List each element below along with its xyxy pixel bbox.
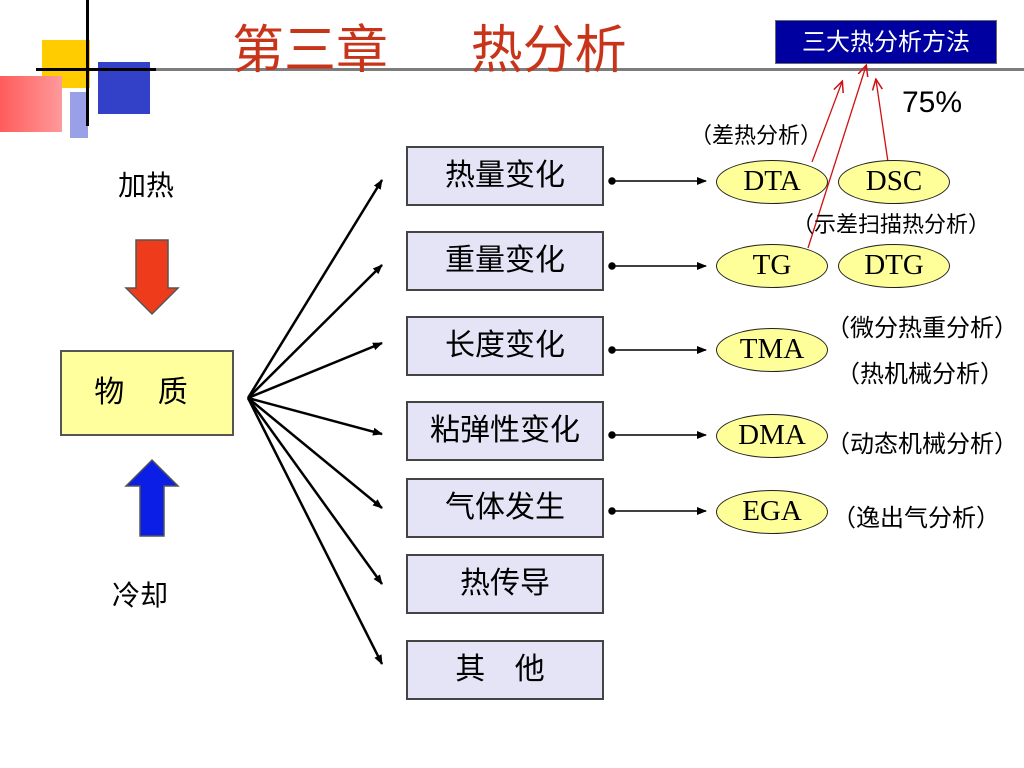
method-ega: EGA xyxy=(716,490,828,534)
change-box-length: 长度变化 xyxy=(406,316,604,376)
change-box-other: 其 他 xyxy=(406,640,604,700)
note-dsc: （示差扫描热分析） xyxy=(792,213,991,238)
percent-label: 75% xyxy=(902,86,963,119)
change-box-gas: 气体发生 xyxy=(406,478,604,538)
fan-arrow-7 xyxy=(246,397,384,665)
method-dma: DMA xyxy=(716,414,828,458)
fan-arrow-1 xyxy=(246,179,384,399)
title-underline-dark xyxy=(36,68,156,71)
cool-label: 冷却 xyxy=(112,579,169,612)
heat-label: 加热 xyxy=(118,169,175,202)
methods-badge[interactable]: 三大热分析方法 xyxy=(775,20,997,64)
decor-vertical-line xyxy=(86,0,89,126)
fan-arrow-5 xyxy=(247,397,383,509)
red-pointer-tg xyxy=(807,66,866,249)
decor-lavender-bar xyxy=(70,92,88,138)
method-dsc: DSC xyxy=(838,160,950,204)
method-dtg: DTG xyxy=(838,244,950,288)
heat-down-arrow xyxy=(124,239,180,316)
note-dma: （动态机械分析） xyxy=(826,430,1018,458)
cool-up-arrow xyxy=(124,458,180,537)
change-box-heat: 热量变化 xyxy=(406,146,604,206)
red-pointer-dta xyxy=(811,82,842,163)
fan-arrow-3 xyxy=(247,341,383,400)
method-tma: TMA xyxy=(716,328,828,372)
change-box-conduction: 热传导 xyxy=(406,554,604,614)
method-dta: DTA xyxy=(716,160,828,204)
decor-red-square xyxy=(0,76,62,132)
fan-arrow-4 xyxy=(247,396,383,436)
substance-box: 物 质 xyxy=(60,350,234,436)
note-dta: （差热分析） xyxy=(690,124,823,149)
fan-arrow-2 xyxy=(247,264,383,399)
title-underline xyxy=(36,68,1024,71)
red-pointer-dsc xyxy=(876,80,889,163)
note-tma: （热机械分析） xyxy=(836,360,1004,388)
note-dtg: （微分热重分析） xyxy=(826,314,1018,342)
note-ega: （逸出气分析） xyxy=(832,504,1000,532)
page-title: 第三章 热分析 xyxy=(232,21,627,81)
change-box-weight: 重量变化 xyxy=(406,231,604,291)
fan-arrow-6 xyxy=(246,397,384,585)
change-box-viscoelastic: 粘弹性变化 xyxy=(406,401,604,461)
method-tg: TG xyxy=(716,244,828,288)
